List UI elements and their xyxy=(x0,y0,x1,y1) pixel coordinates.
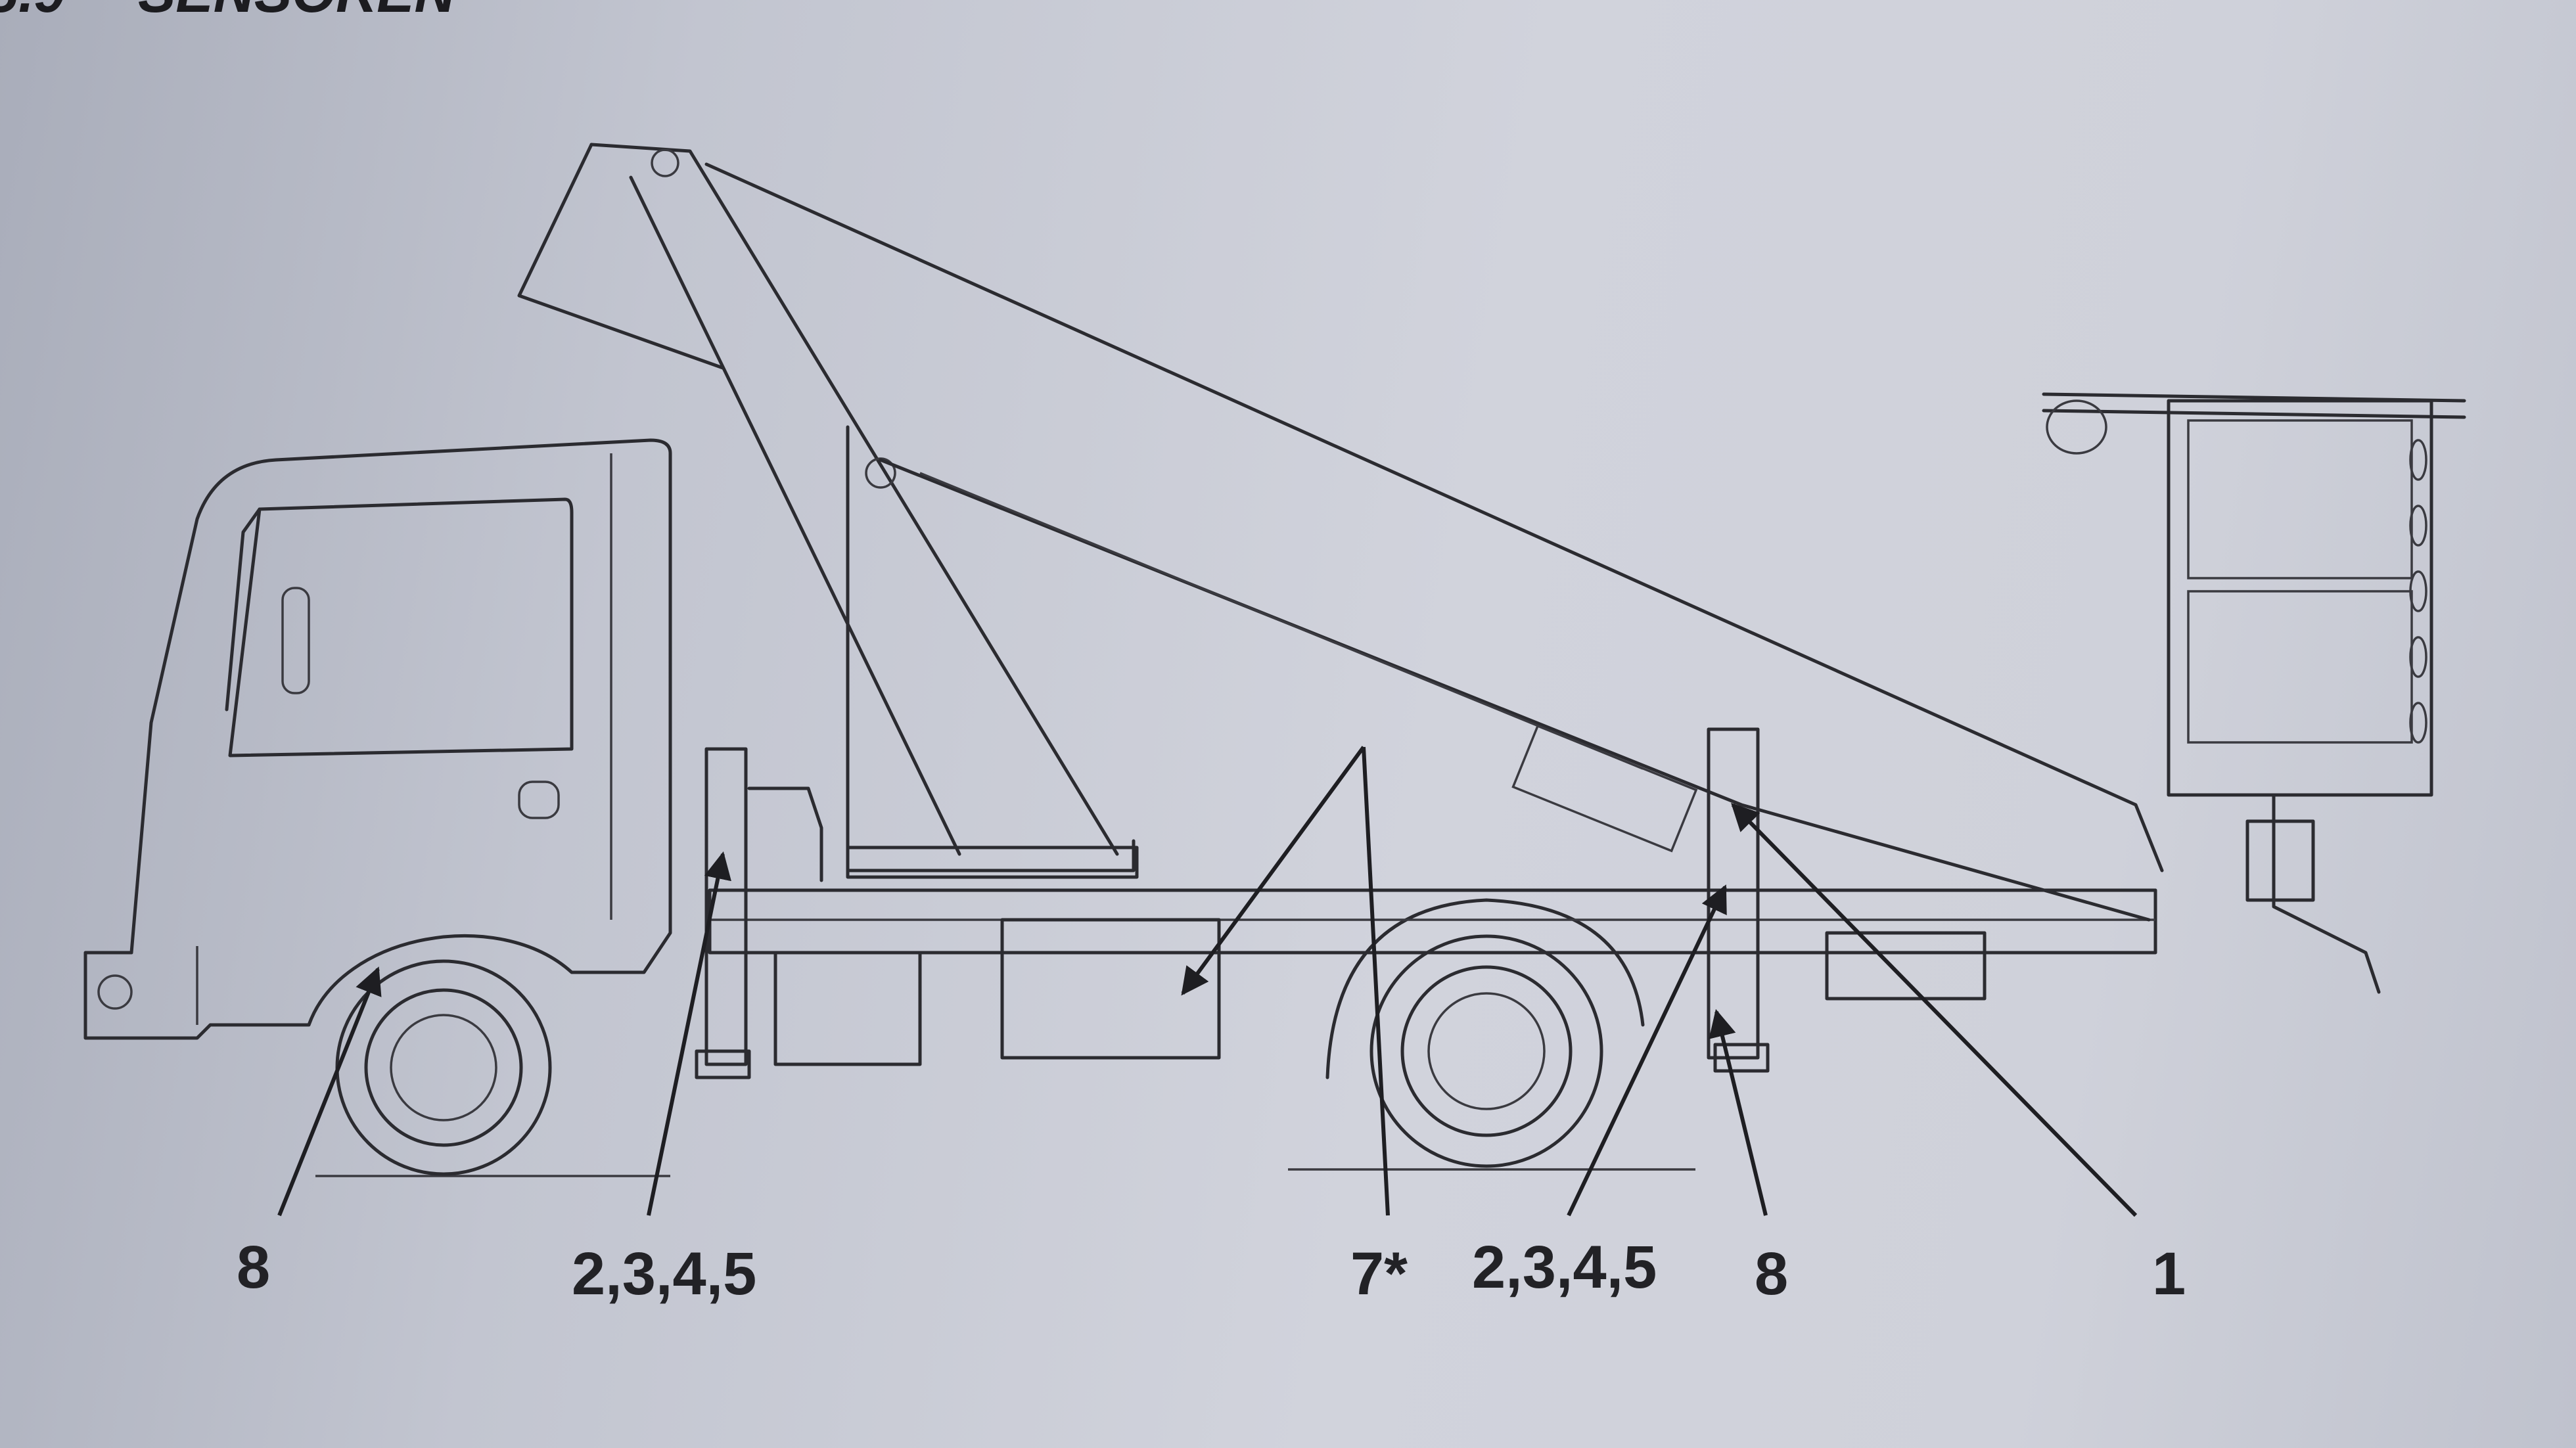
callout-label-2345-rear: 2,3,4,5 xyxy=(1472,1234,1657,1301)
callout-label-1: 1 xyxy=(2152,1240,2186,1307)
chassis-frame xyxy=(695,727,2157,1079)
callout-label-2345-front: 2,3,4,5 xyxy=(572,1240,756,1307)
section-heading: 5.9 SENSOREN xyxy=(0,0,457,24)
callout-label-7: 7* xyxy=(1350,1240,1408,1307)
rear-wheel xyxy=(1325,898,1645,1168)
boom-arm xyxy=(517,143,2164,922)
work-basket xyxy=(2042,392,2466,994)
callout-label-8-front: 8 xyxy=(237,1234,270,1301)
ground-line xyxy=(315,1168,1695,1177)
svg-text:SENSOREN: SENSOREN xyxy=(138,0,457,24)
boom-column xyxy=(747,425,1139,882)
callout-arrows xyxy=(277,746,2138,1217)
callout-label-8-rear: 8 xyxy=(1755,1240,1788,1307)
svg-text:5.9: 5.9 xyxy=(0,0,66,24)
truck-cab xyxy=(83,438,672,1040)
basket-holes xyxy=(2409,439,2427,744)
